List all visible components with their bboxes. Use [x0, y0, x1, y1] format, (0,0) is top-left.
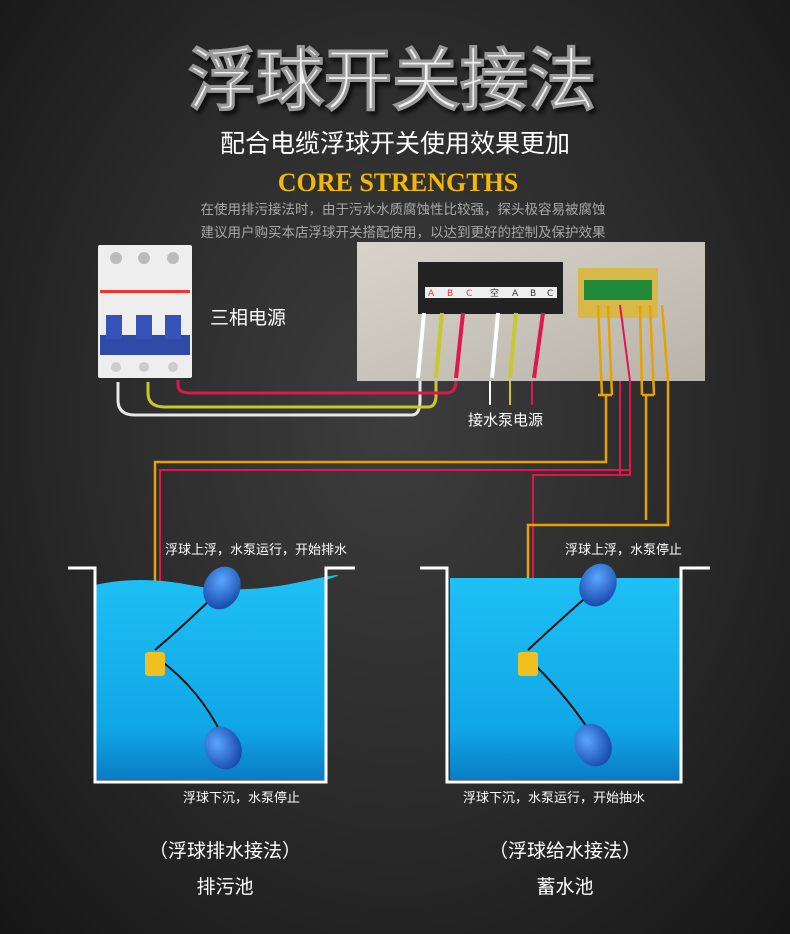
- three-phase-power-label: 三相电源: [210, 307, 286, 329]
- tank-drainage: [68, 566, 355, 784]
- terminal-label-a2: A: [512, 289, 519, 299]
- terminal-label-empty: 空: [490, 287, 499, 299]
- core-strengths-heading: CORE STRENGTHS: [278, 168, 519, 197]
- terminal-label-b2: B: [530, 289, 536, 299]
- drainage-bottom-note: 浮球下沉，水泵停止: [183, 790, 300, 806]
- tank-supply: [420, 563, 710, 784]
- description-line-2: 建议用户购买本店浮球开关搭配使用，以达到更好的控制及保护效果: [201, 224, 606, 241]
- terminal-label-a: A: [428, 289, 435, 299]
- description-line-1: 在使用排污接法时，由于污水水质腐蚀性比较强，探头极容易被腐蚀: [201, 201, 606, 218]
- pump-power-label: 接水泵电源: [468, 411, 543, 429]
- supply-method-label: （浮球给水接法）: [489, 840, 641, 862]
- drainage-method-label: （浮球排水接法）: [149, 840, 301, 862]
- supply-tank-name: 蓄水池: [536, 876, 593, 898]
- terminal-label-c2: C: [547, 289, 553, 299]
- terminal-label-b: B: [447, 289, 453, 299]
- subtitle: 配合电缆浮球开关使用效果更加: [220, 129, 570, 158]
- supply-top-note: 浮球上浮，水泵停止: [565, 542, 682, 558]
- drainage-tank-name: 排污池: [196, 876, 253, 898]
- supply-bottom-note: 浮球下沉，水泵运行，开始抽水: [463, 791, 645, 806]
- page-title: 浮球开关接法: [188, 42, 596, 121]
- circuit-breaker: [98, 245, 192, 378]
- drainage-top-note: 浮球上浮，水泵运行，开始排水: [165, 543, 347, 558]
- terminal-label-c: C: [466, 289, 472, 299]
- control-box-photo: [357, 242, 705, 381]
